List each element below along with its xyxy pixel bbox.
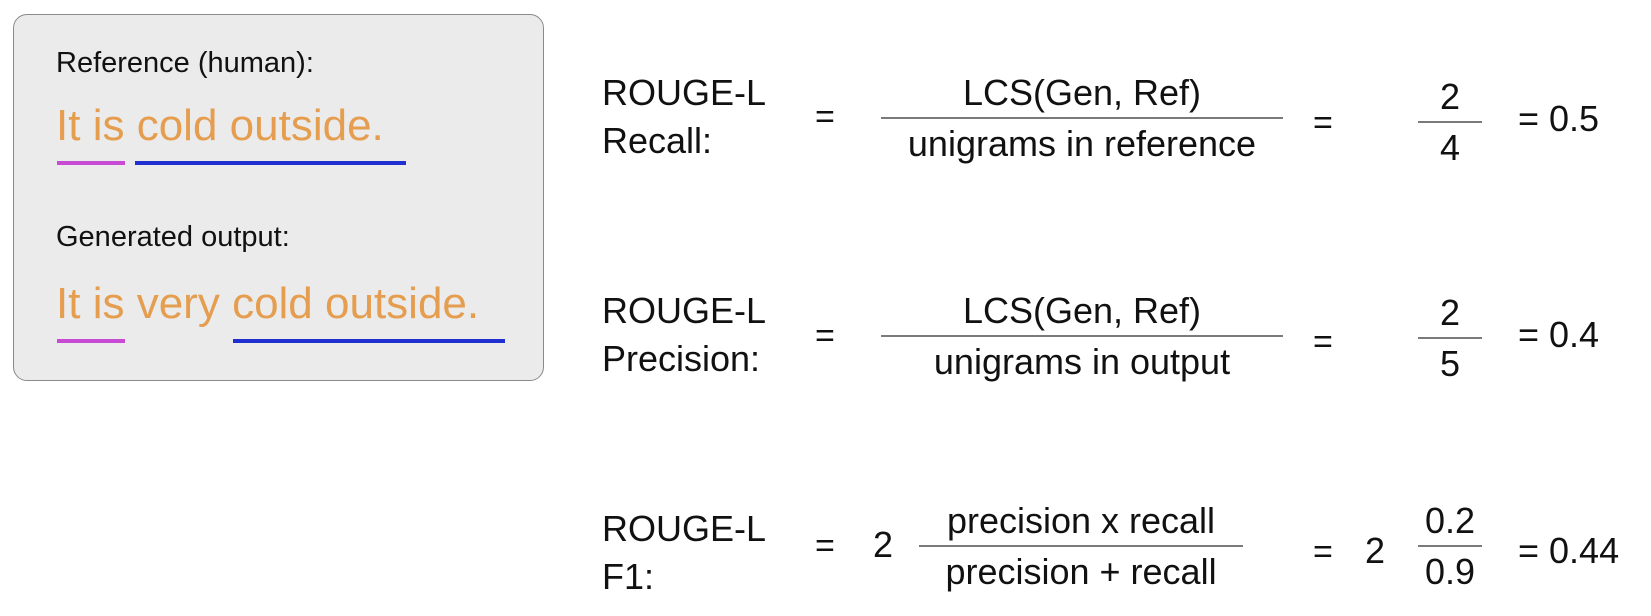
f1-name-line2: F1: xyxy=(602,556,655,597)
precision-denominator: unigrams in output xyxy=(933,340,1231,382)
recall-name: ROUGE-L Recall: xyxy=(602,69,766,165)
precision-numerator: LCS(Gen, Ref) xyxy=(962,290,1202,331)
recall-value-bar xyxy=(1418,121,1482,123)
generated-word: very xyxy=(136,279,220,328)
precision-name-line2: Precision: xyxy=(602,338,761,379)
recall-value-fraction: 2 4 xyxy=(1418,74,1482,171)
generated-lcs-underline-magenta xyxy=(57,339,125,343)
reference-word: outside. xyxy=(229,101,384,150)
reference-word: It xyxy=(56,101,81,150)
f1-equals-1: = xyxy=(815,527,835,565)
f1-value-denominator: 0.9 xyxy=(1424,550,1476,592)
example-panel: Reference (human): It is cold outside. G… xyxy=(13,14,544,381)
reference-label: Reference (human): xyxy=(56,47,314,79)
precision-result: = 0.4 xyxy=(1518,314,1600,355)
generated-word: is xyxy=(92,279,125,328)
generated-word: It xyxy=(56,279,81,328)
f1-value-numerator: 0.2 xyxy=(1424,500,1476,541)
generated-lcs-underline-blue xyxy=(233,339,505,343)
precision-equals-1: = xyxy=(815,317,835,355)
precision-formula-fraction: LCS(Gen, Ref) unigrams in output xyxy=(881,288,1283,385)
reference-word: is xyxy=(92,101,125,150)
recall-formula-fraction: LCS(Gen, Ref) unigrams in reference xyxy=(881,70,1283,167)
generated-word: cold xyxy=(232,279,313,328)
precision-value-fraction: 2 5 xyxy=(1418,290,1482,387)
precision-value-bar xyxy=(1418,337,1482,339)
f1-factor: 2 xyxy=(873,524,894,565)
recall-name-line2: Recall: xyxy=(602,120,713,161)
f1-value-bar xyxy=(1418,545,1482,547)
precision-fraction-bar xyxy=(881,335,1283,337)
precision-name-line1: ROUGE-L xyxy=(602,290,767,331)
f1-factor-2: 2 xyxy=(1365,530,1386,571)
recall-fraction-bar xyxy=(881,117,1283,119)
precision-value-denominator: 5 xyxy=(1439,342,1461,384)
precision-value-numerator: 2 xyxy=(1439,292,1461,333)
reference-word: cold xyxy=(136,101,218,150)
f1-equals-2: = xyxy=(1313,533,1333,571)
recall-result: = 0.5 xyxy=(1518,98,1600,139)
recall-value-numerator: 2 xyxy=(1439,76,1461,117)
f1-name-line1: ROUGE-L xyxy=(602,508,767,549)
recall-value-denominator: 4 xyxy=(1439,126,1461,168)
recall-equals-1: = xyxy=(815,98,835,136)
generated-sentence: It is very cold outside. xyxy=(56,279,479,329)
f1-result: = 0.44 xyxy=(1518,530,1620,571)
f1-name: ROUGE-L F1: xyxy=(602,505,766,601)
f1-fraction-bar xyxy=(919,545,1243,547)
reference-lcs-underline-magenta xyxy=(57,161,125,165)
recall-equals-2: = xyxy=(1313,104,1333,142)
precision-name: ROUGE-L Precision: xyxy=(602,287,766,383)
generated-word: outside. xyxy=(325,279,480,328)
f1-denominator: precision + recall xyxy=(945,550,1217,592)
f1-formula-fraction: precision x recall precision + recall xyxy=(919,498,1243,595)
recall-name-line1: ROUGE-L xyxy=(602,72,767,113)
reference-sentence: It is cold outside. xyxy=(56,101,384,151)
recall-numerator: LCS(Gen, Ref) xyxy=(962,72,1202,113)
recall-denominator: unigrams in reference xyxy=(907,122,1257,164)
f1-numerator: precision x recall xyxy=(946,500,1216,541)
generated-label: Generated output: xyxy=(56,221,290,253)
f1-value-fraction: 0.2 0.9 xyxy=(1418,498,1482,595)
precision-equals-2: = xyxy=(1313,323,1333,361)
reference-lcs-underline-blue xyxy=(135,161,406,165)
